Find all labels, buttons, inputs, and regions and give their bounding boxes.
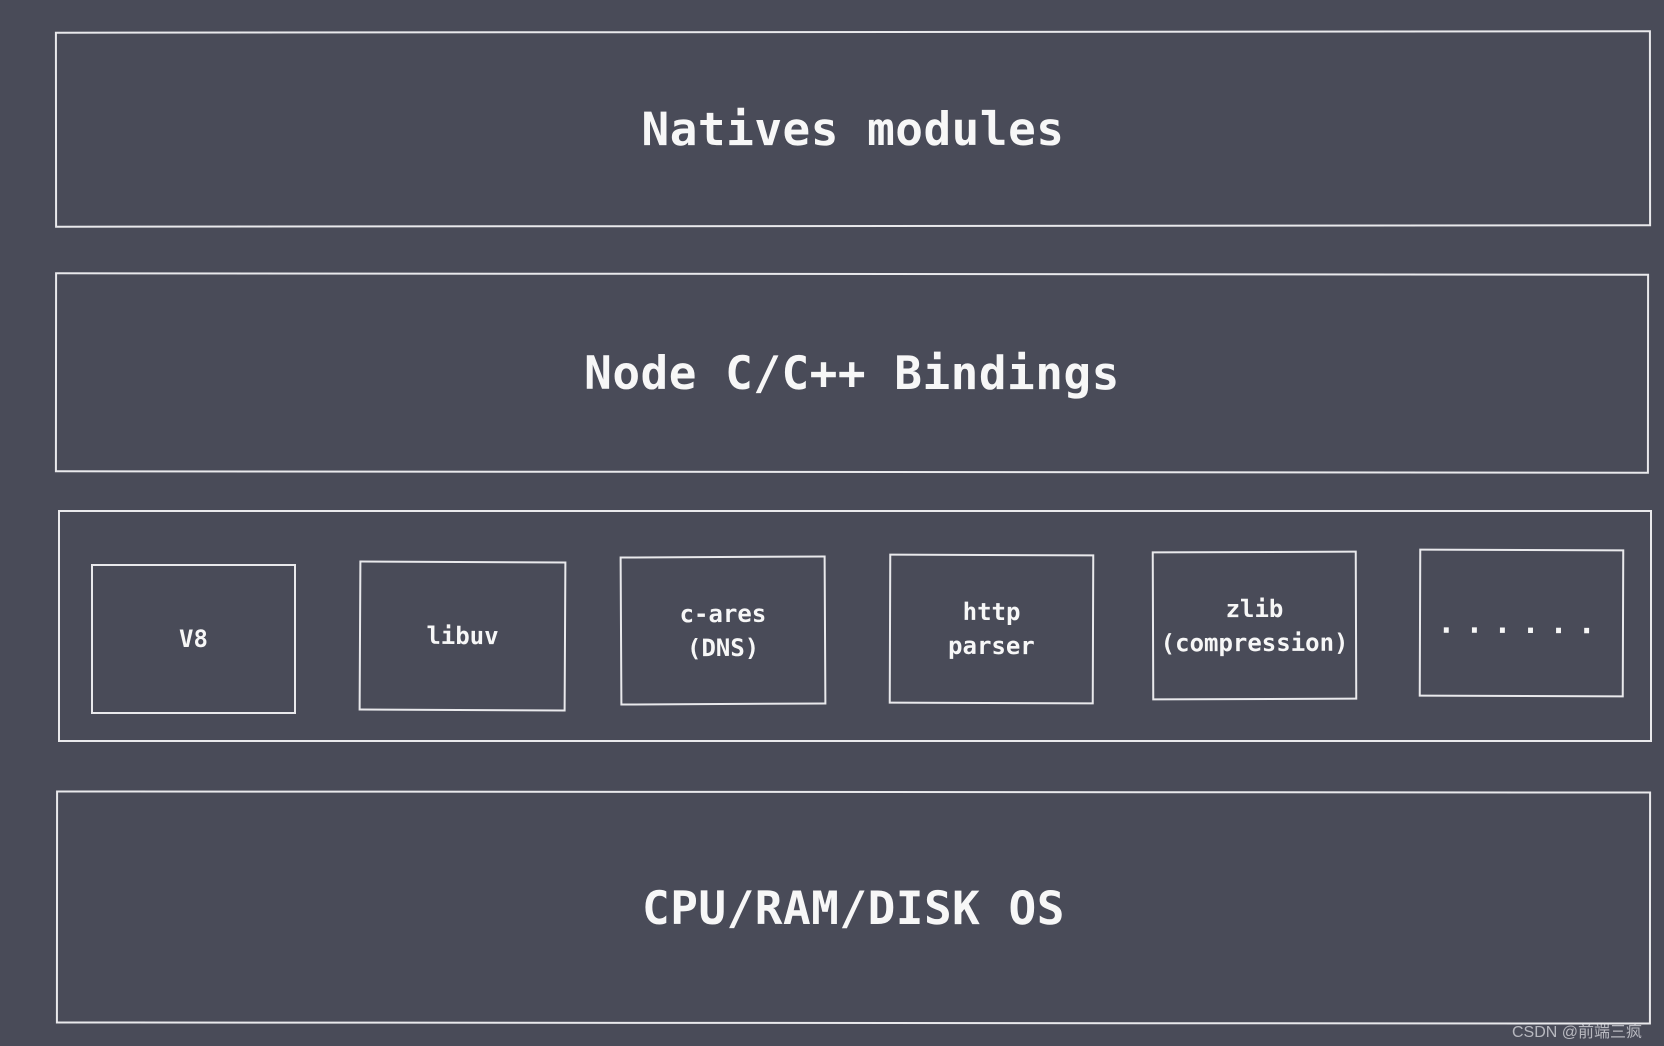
dep-zlib: zlib (compression) — [1151, 550, 1358, 701]
dep-http-parser: http parser — [888, 553, 1095, 705]
layer-node-bindings: Node C/C++ Bindings — [54, 272, 1650, 474]
watermark: CSDN @前端三疯 — [1512, 1024, 1643, 1041]
dep-label-more: ...... — [1437, 605, 1606, 641]
dep-label-libuv: libuv — [426, 621, 499, 651]
dep-label-zlib: zlib (compression) — [1160, 594, 1349, 657]
layer-natives-modules: Natives modules — [54, 30, 1652, 228]
layer-title-os: CPU/RAM/DISK OS — [642, 880, 1065, 935]
layer-title-natives: Natives modules — [641, 101, 1065, 157]
layer-dependencies — [58, 510, 1652, 742]
dep-v8: V8 — [91, 564, 296, 714]
dep-label-c-ares: c-ares (DNS) — [679, 599, 767, 662]
dep-label-http-parser: http parser — [948, 597, 1035, 661]
layer-os: CPU/RAM/DISK OS — [55, 790, 1652, 1025]
dep-c-ares: c-ares (DNS) — [619, 555, 827, 706]
dep-libuv: libuv — [358, 560, 567, 712]
dep-label-v8: V8 — [179, 625, 208, 653]
dep-more: ...... — [1418, 548, 1625, 698]
layer-title-bindings: Node C/C++ Bindings — [584, 345, 1120, 401]
